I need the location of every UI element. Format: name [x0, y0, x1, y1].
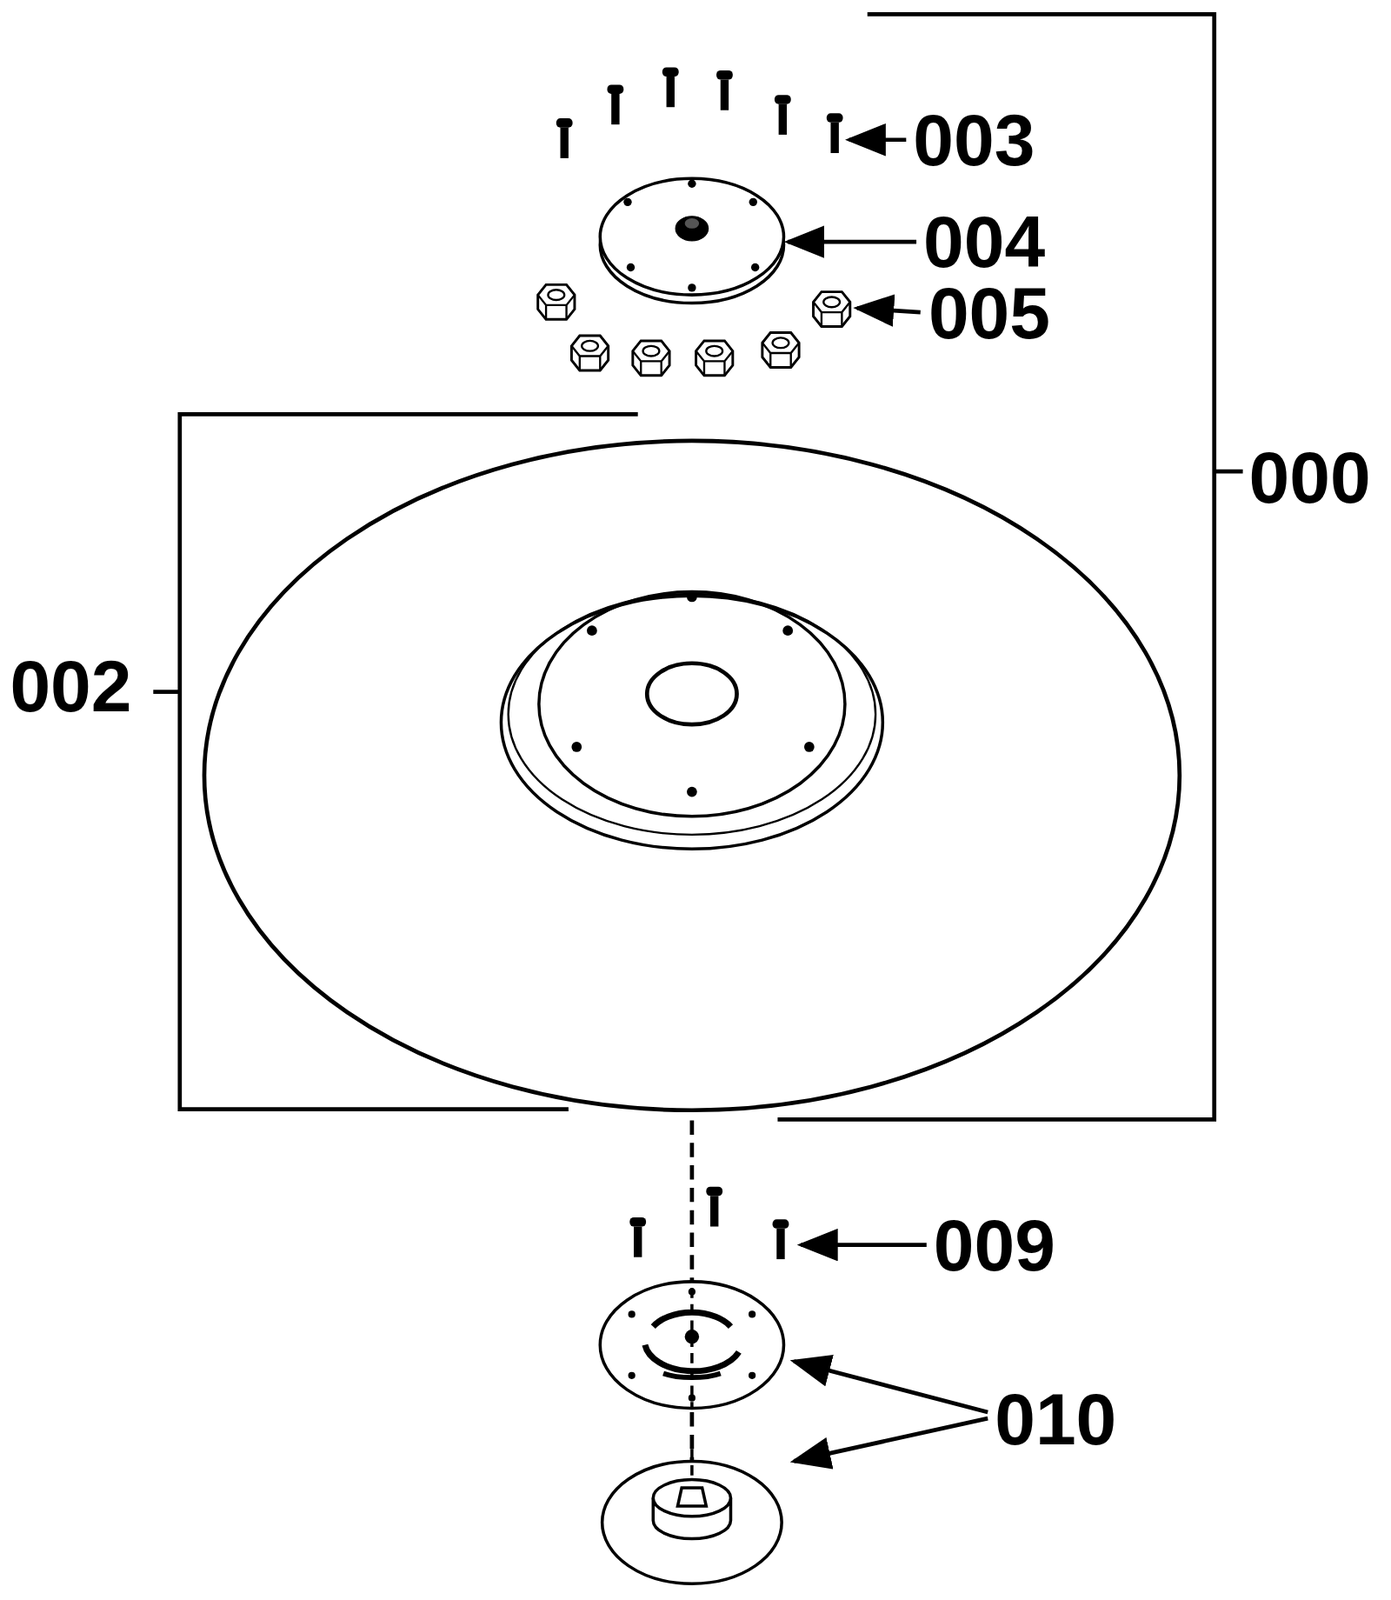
- callout-number: 009: [931, 1208, 1058, 1282]
- callout-number: 003: [911, 103, 1037, 177]
- callout-number: 005: [926, 276, 1052, 350]
- callout-number: 010: [992, 1382, 1119, 1456]
- callout-number: 004: [921, 205, 1047, 279]
- callout-number: 002: [7, 649, 134, 723]
- callout-number: 000: [1246, 440, 1372, 514]
